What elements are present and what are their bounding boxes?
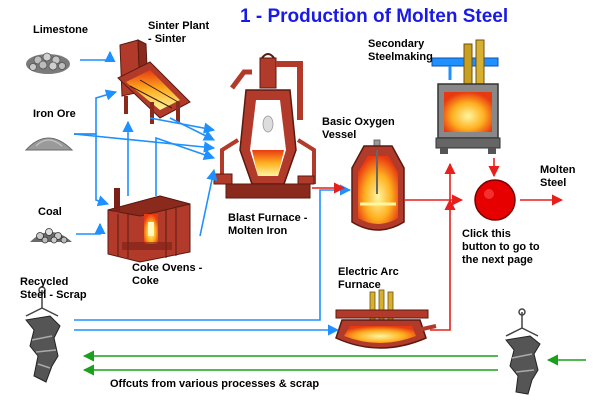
next-page-button[interactable] xyxy=(474,179,516,221)
label-basic-oxygen-vessel: Basic Oxygen Vessel xyxy=(322,116,395,142)
label-iron-ore: Iron Ore xyxy=(33,108,76,120)
label-sinter-plant: Sinter Plant - Sinter xyxy=(148,20,209,46)
electric-arc-furnace-icon xyxy=(335,289,437,349)
coke-ovens-icon xyxy=(107,188,191,263)
label-bov-line2: Vessel xyxy=(322,129,357,141)
label-bov-line1: Basic Oxygen xyxy=(322,116,395,128)
scrap-hook-right-icon xyxy=(505,308,541,395)
label-click-line1: Click this xyxy=(462,228,511,240)
label-coal: Coal xyxy=(38,206,62,218)
label-molten-line1: Molten xyxy=(540,164,576,176)
label-secondary-line1: Secondary xyxy=(368,38,425,50)
label-limestone: Limestone xyxy=(33,24,89,36)
label-secondary-steelmaking: Secondary Steelmaking xyxy=(368,38,433,64)
label-blast-furnace-line2: Molten Iron xyxy=(228,225,288,237)
label-coke-ovens-line1: Coke Ovens - xyxy=(132,262,203,274)
scrap-return-arrows xyxy=(82,350,586,376)
sinter-plant-icon xyxy=(117,39,191,124)
iron-ore-pile-icon xyxy=(24,137,74,151)
label-electric-arc-furnace: Electric Arc Furnace xyxy=(338,266,399,292)
basic-oxygen-vessel-icon xyxy=(351,139,405,231)
secondary-steelmaking-icon xyxy=(431,39,501,154)
label-sinter-plant-line1: Sinter Plant xyxy=(148,20,210,32)
label-next-page-hint: Click this button to go to the next page xyxy=(462,228,540,267)
label-recycled-line1: Recycled xyxy=(20,276,69,288)
label-click-line3: the next page xyxy=(462,254,533,266)
label-molten-steel: Molten Steel xyxy=(540,164,575,190)
page-title: 1 - Production of Molten Steel xyxy=(240,6,509,27)
label-offcuts: Offcuts from various processes & scrap xyxy=(110,378,320,390)
blast-furnace-icon xyxy=(213,53,316,199)
label-coke-ovens-line2: Coke xyxy=(132,275,159,287)
label-eaf-line2: Furnace xyxy=(338,279,381,291)
label-blast-furnace-line1: Blast Furnace - xyxy=(228,212,308,224)
limestone-pile-icon xyxy=(26,52,70,74)
label-molten-line2: Steel xyxy=(540,177,567,189)
scrap-hook-icon xyxy=(25,286,61,383)
steel-flow-arrows xyxy=(312,158,564,331)
raw-material-flow-arrows xyxy=(73,50,352,336)
label-blast-furnace: Blast Furnace - Molten Iron xyxy=(228,212,307,238)
label-secondary-line2: Steelmaking xyxy=(368,51,433,63)
label-eaf-line1: Electric Arc xyxy=(338,266,399,278)
label-recycled-scrap: Recycled Steel - Scrap xyxy=(20,276,87,302)
label-click-line2: button to go to xyxy=(462,241,540,253)
label-sinter-plant-line2: - Sinter xyxy=(148,33,186,45)
coal-pile-icon xyxy=(30,228,72,244)
label-coke-ovens: Coke Ovens - Coke xyxy=(132,262,202,288)
label-recycled-line2: Steel - Scrap xyxy=(20,289,87,301)
